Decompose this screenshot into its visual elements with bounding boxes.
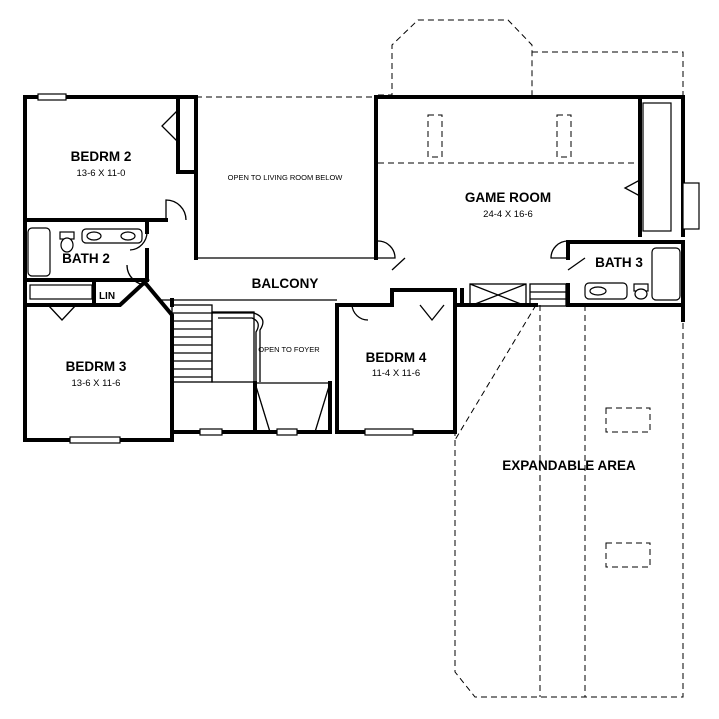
dashed-outlines xyxy=(196,19,684,698)
bedrm3-label: BEDRM 3 xyxy=(66,359,127,374)
game-room-dims: 24-4 X 16-6 xyxy=(483,209,533,220)
bath2-label: BATH 2 xyxy=(62,251,110,266)
game-room-label: GAME ROOM xyxy=(465,190,551,205)
bedrm3-dims: 13-6 X 11-6 xyxy=(72,378,121,389)
expandable-label: EXPANDABLE AREA xyxy=(502,458,636,473)
lin-label: LIN xyxy=(99,291,115,302)
fixtures xyxy=(27,102,681,301)
bedrm4-label: BEDRM 4 xyxy=(366,350,427,365)
balcony-label: BALCONY xyxy=(252,276,319,291)
doors-windows xyxy=(37,93,641,444)
bedrm2-label: BEDRM 2 xyxy=(71,149,132,164)
bedrm2-dims: 13-6 X 11-0 xyxy=(77,168,126,179)
open-foyer-label: OPEN TO FOYER xyxy=(258,345,320,354)
bedrm4-dims: 11-4 X 11-6 xyxy=(372,368,420,379)
room-labels: BEDRM 2 13-6 X 11-0 OPEN TO LIVING ROOM … xyxy=(62,149,643,473)
open-living-label: OPEN TO LIVING ROOM BELOW xyxy=(228,173,344,182)
staircase xyxy=(171,283,567,433)
bath3-label: BATH 3 xyxy=(595,255,643,270)
walls xyxy=(23,95,700,442)
